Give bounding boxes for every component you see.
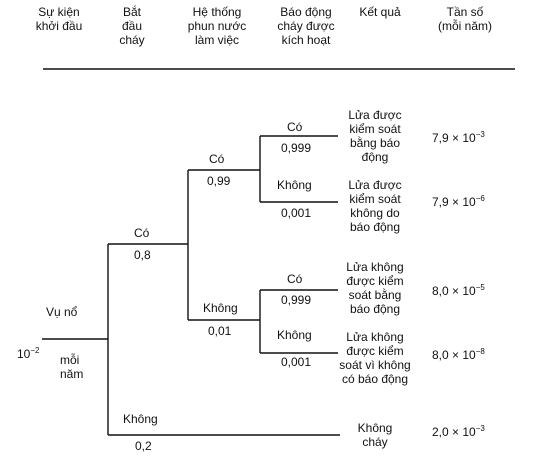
frequency-3: 8,0 × 10−5 bbox=[432, 283, 485, 299]
alarm-no-label-2: Không bbox=[277, 328, 312, 342]
fire-yes-probability: 0,8 bbox=[134, 248, 151, 262]
frequency-1: 7,9 × 10−3 bbox=[432, 130, 485, 146]
frequency-2: 7,9 × 10−6 bbox=[432, 194, 485, 210]
outcome-3: Lửa không được kiểm soát bằng báo động bbox=[346, 260, 404, 316]
frequency-5: 2,0 × 10−3 bbox=[432, 424, 485, 440]
outcome-4: Lửa không được kiểm soát vì không có báo… bbox=[339, 330, 411, 386]
header-fire-starts: Bắt đầu cháy bbox=[119, 5, 145, 47]
alarm-yes-probability-2: 0,999 bbox=[281, 293, 312, 307]
fire-no-label: Không bbox=[123, 412, 158, 426]
header-alarm: Báo động cháy được kích hoạt bbox=[277, 5, 335, 47]
header-frequency: Tần số (mỗi năm) bbox=[437, 5, 492, 33]
header-initiating-event: Sự kiện khởi đầu bbox=[35, 5, 83, 33]
alarm-yes-label-2: Có bbox=[287, 272, 303, 286]
initiating-event-frequency: 10−2 bbox=[17, 346, 40, 362]
alarm-no-label-1: Không bbox=[277, 178, 312, 192]
sprinkler-no-probability: 0,01 bbox=[208, 324, 232, 338]
alarm-no-probability-2: 0,001 bbox=[281, 355, 312, 369]
outcome-5: Không cháy bbox=[357, 421, 393, 449]
outcome-2: Lửa được kiểm soát không do báo động bbox=[348, 178, 402, 234]
initiating-frequency-unit: mỗi năm bbox=[60, 353, 84, 381]
fire-yes-label: Có bbox=[134, 226, 150, 240]
header-sprinkler: Hệ thống phun nước làm việc bbox=[187, 5, 247, 47]
alarm-yes-probability-1: 0,999 bbox=[281, 141, 312, 155]
sprinkler-yes-probability: 0,99 bbox=[207, 174, 231, 188]
header-outcome: Kết quả bbox=[359, 5, 401, 19]
alarm-yes-label-1: Có bbox=[287, 120, 303, 134]
sprinkler-yes-label: Có bbox=[209, 152, 225, 166]
alarm-no-probability-1: 0,001 bbox=[281, 206, 312, 220]
sprinkler-no-label: Không bbox=[203, 301, 238, 315]
initiating-event-label: Vụ nổ bbox=[46, 305, 78, 319]
frequency-4: 8,0 × 10−8 bbox=[432, 347, 485, 363]
outcome-1: Lửa được kiểm soát bằng báo động bbox=[348, 108, 402, 164]
fire-no-probability: 0,2 bbox=[135, 439, 152, 453]
